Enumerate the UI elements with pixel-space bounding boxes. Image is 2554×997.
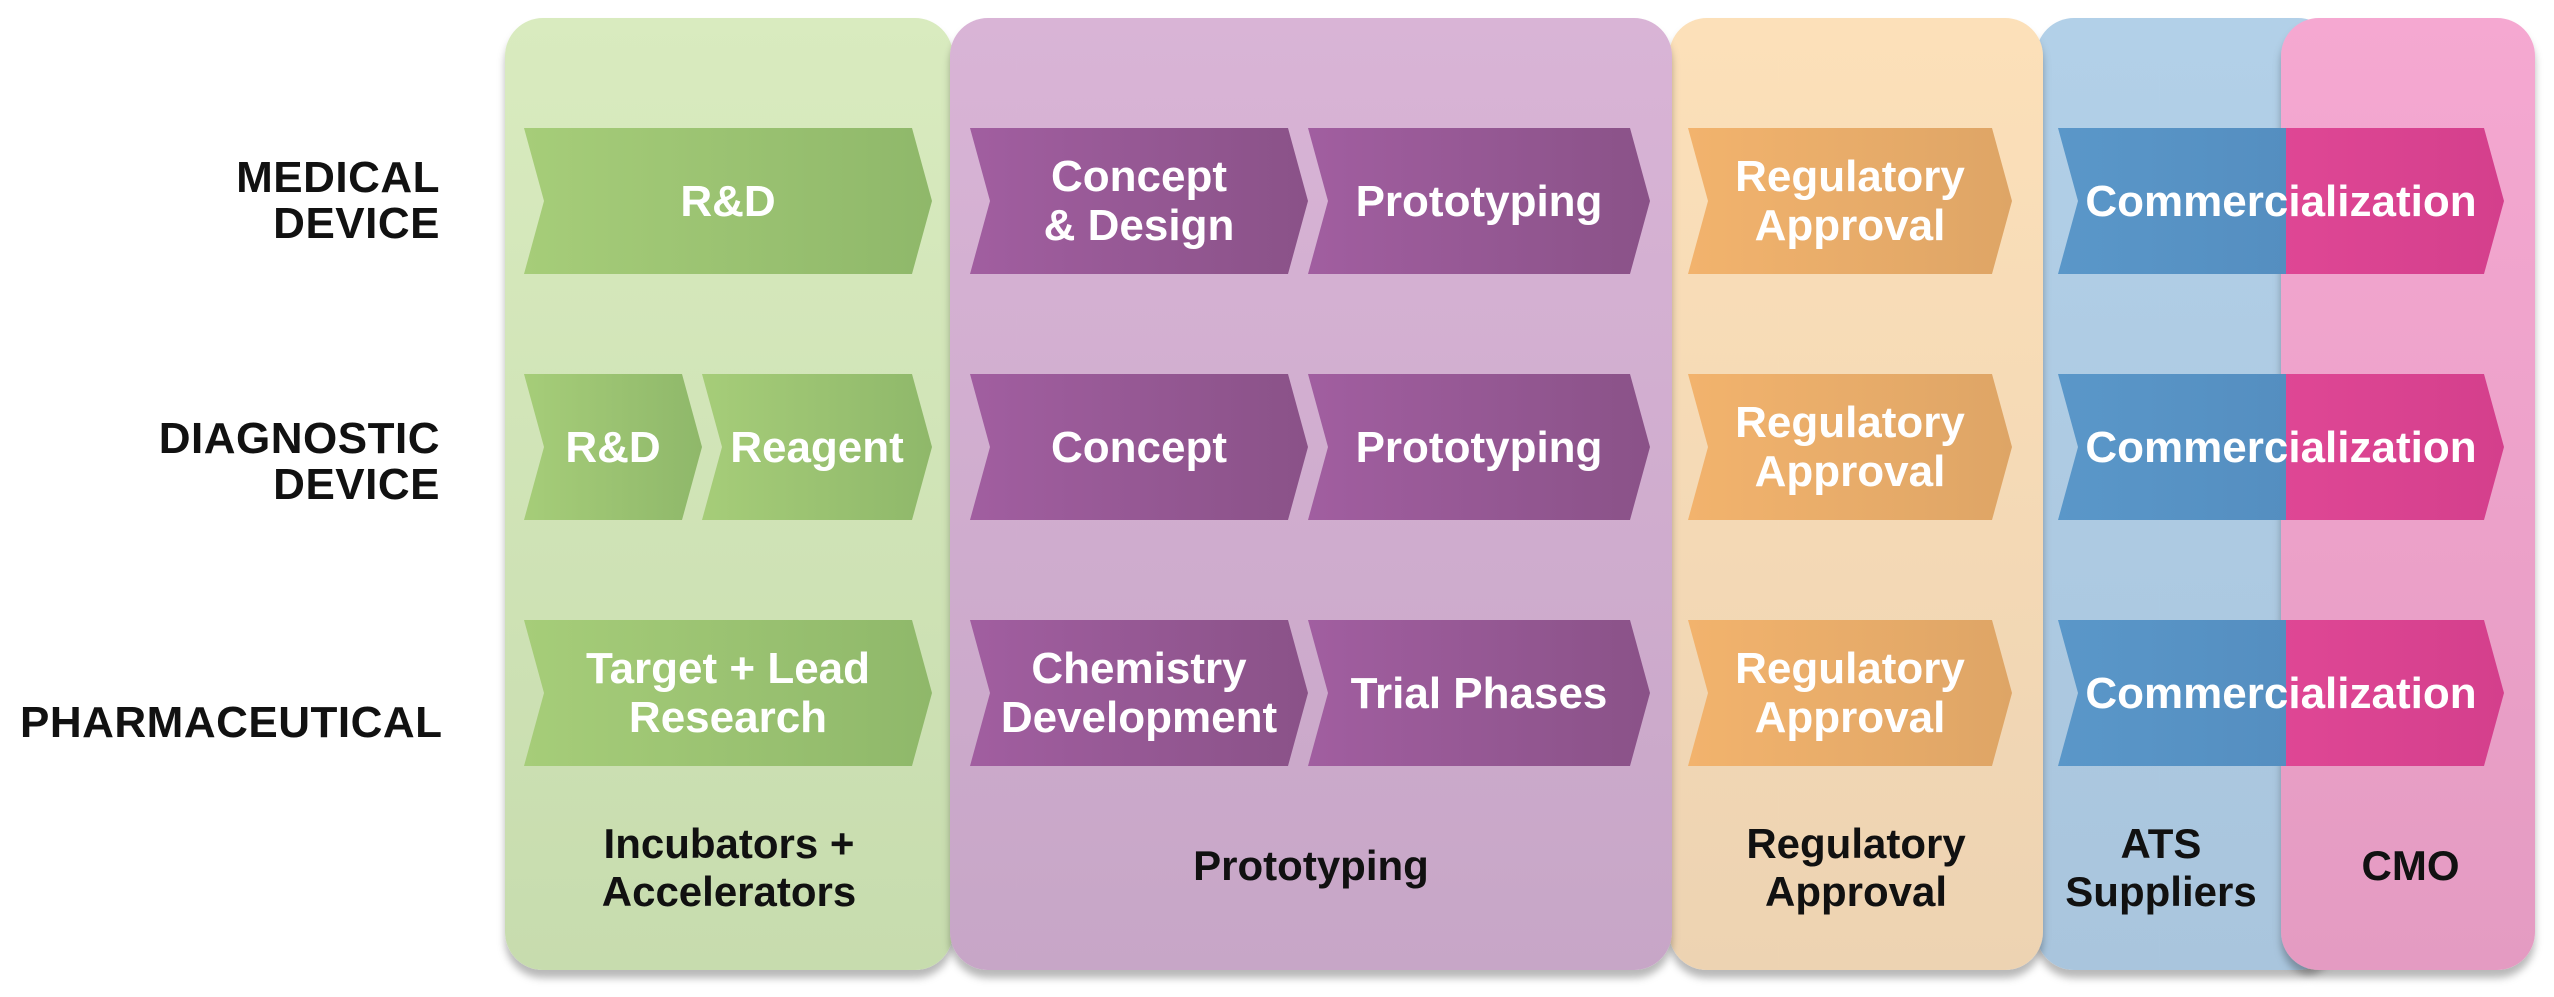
stage-diagnostic-rnd: R&D <box>544 374 682 520</box>
chevron-diagnostic-concept <box>970 374 1308 520</box>
column-label-regulatory: Regulatory Approval <box>1669 820 2043 916</box>
column-label-line: Approval <box>1764 868 1948 915</box>
stage-text: Regulatory <box>1735 644 1965 693</box>
chevron-medical-rnd <box>524 128 932 274</box>
stage-pharma-trial-phases: Trial Phases <box>1328 620 1630 766</box>
stage-text: Development <box>1000 693 1278 742</box>
column-label-line: ATS <box>2120 820 2202 867</box>
stage-medical-concept-design: Concept& Design <box>990 128 1288 274</box>
chevron-pharma-regulatory <box>1688 620 2012 766</box>
stage-text: Trial Phases <box>1350 668 1608 718</box>
chevron-diagnostic-prototyping <box>1308 374 1650 520</box>
row-label-line: DEVICE <box>273 199 440 248</box>
row-label-line: DIAGNOSTIC <box>158 414 440 463</box>
stage-text: Commercialization <box>2085 422 2477 472</box>
stage-text: R&D <box>680 176 776 226</box>
stage-text: Target + Lead <box>585 644 871 693</box>
chevron-pharma-commercialization <box>2058 620 2504 766</box>
stage-medical-rnd: R&D <box>544 128 912 274</box>
stage-text: Commercialization <box>2085 176 2477 226</box>
stage-diagnostic-commercialization: Commercialization <box>2078 374 2484 520</box>
stage-text: Approval <box>1754 201 1946 250</box>
stage-text: Approval <box>1754 693 1946 742</box>
stage-text: Reagent <box>730 422 904 472</box>
stage-text: Concept <box>1051 422 1227 472</box>
chevron-medical-regulatory <box>1688 128 2012 274</box>
row-label-line: MEDICAL <box>236 153 440 202</box>
column-label-line: Prototyping <box>1193 842 1429 889</box>
column-label-line: Accelerators <box>601 868 857 915</box>
stage-text: Prototyping <box>1355 176 1603 226</box>
chevron-pharma-chemistry <box>970 620 1308 766</box>
stage-text: Prototyping <box>1355 422 1603 472</box>
stage-text: Chemistry <box>1031 644 1247 693</box>
chevron-diagnostic-commercialization <box>2058 374 2504 520</box>
chevrons <box>524 128 2504 766</box>
row-label-medical-device: MEDICAL DEVICE <box>20 155 440 247</box>
row-label-line: PHARMACEUTICAL <box>20 698 443 747</box>
stage-text: & Design <box>1043 201 1235 250</box>
stage-pharma-commercialization: Commercialization <box>2078 620 2484 766</box>
chevron-medical-prototyping <box>1308 128 1650 274</box>
row-label-pharmaceutical: PHARMACEUTICAL <box>20 698 443 747</box>
stage-text: Commercialization <box>2085 668 2477 718</box>
stage-text: Concept <box>1050 152 1227 201</box>
column-label-incubators: Incubators + Accelerators <box>505 820 953 916</box>
row-label-line: DEVICE <box>273 460 440 509</box>
chevron-medical-concept-design <box>970 128 1308 274</box>
stage-text: Research <box>628 693 828 742</box>
column-label-line: Suppliers <box>2065 868 2257 915</box>
chevron-diagnostic-reagent <box>702 374 932 520</box>
stage-text: R&D <box>565 422 661 472</box>
column-label-prototyping: Prototyping <box>950 842 1672 890</box>
column-label-line: Regulatory <box>1746 820 1966 867</box>
chevron-pharma-target-lead <box>524 620 932 766</box>
stage-diagnostic-reagent: Reagent <box>722 374 912 520</box>
column-label-ats: ATS Suppliers <box>2036 820 2286 916</box>
stage-medical-prototyping: Prototyping <box>1328 128 1630 274</box>
stage-medical-commercialization: Commercialization <box>2078 128 2484 274</box>
chevron-pharma-trial-phases <box>1308 620 1650 766</box>
column-label-line: Incubators + <box>603 820 855 867</box>
row-label-diagnostic-device: DIAGNOSTIC DEVICE <box>20 416 440 508</box>
column-label-cmo: CMO <box>2286 842 2535 890</box>
chevron-medical-commercialization <box>2058 128 2504 274</box>
stage-text: Regulatory <box>1735 398 1965 447</box>
stage-text: Regulatory <box>1735 152 1965 201</box>
chevron-diagnostic-regulatory <box>1688 374 2012 520</box>
stage-diagnostic-concept: Concept <box>990 374 1288 520</box>
column-label-line: CMO <box>2361 842 2460 889</box>
chevron-diagnostic-rnd <box>524 374 702 520</box>
stage-text: Approval <box>1754 447 1946 496</box>
stage-diagnostic-prototyping: Prototyping <box>1328 374 1630 520</box>
